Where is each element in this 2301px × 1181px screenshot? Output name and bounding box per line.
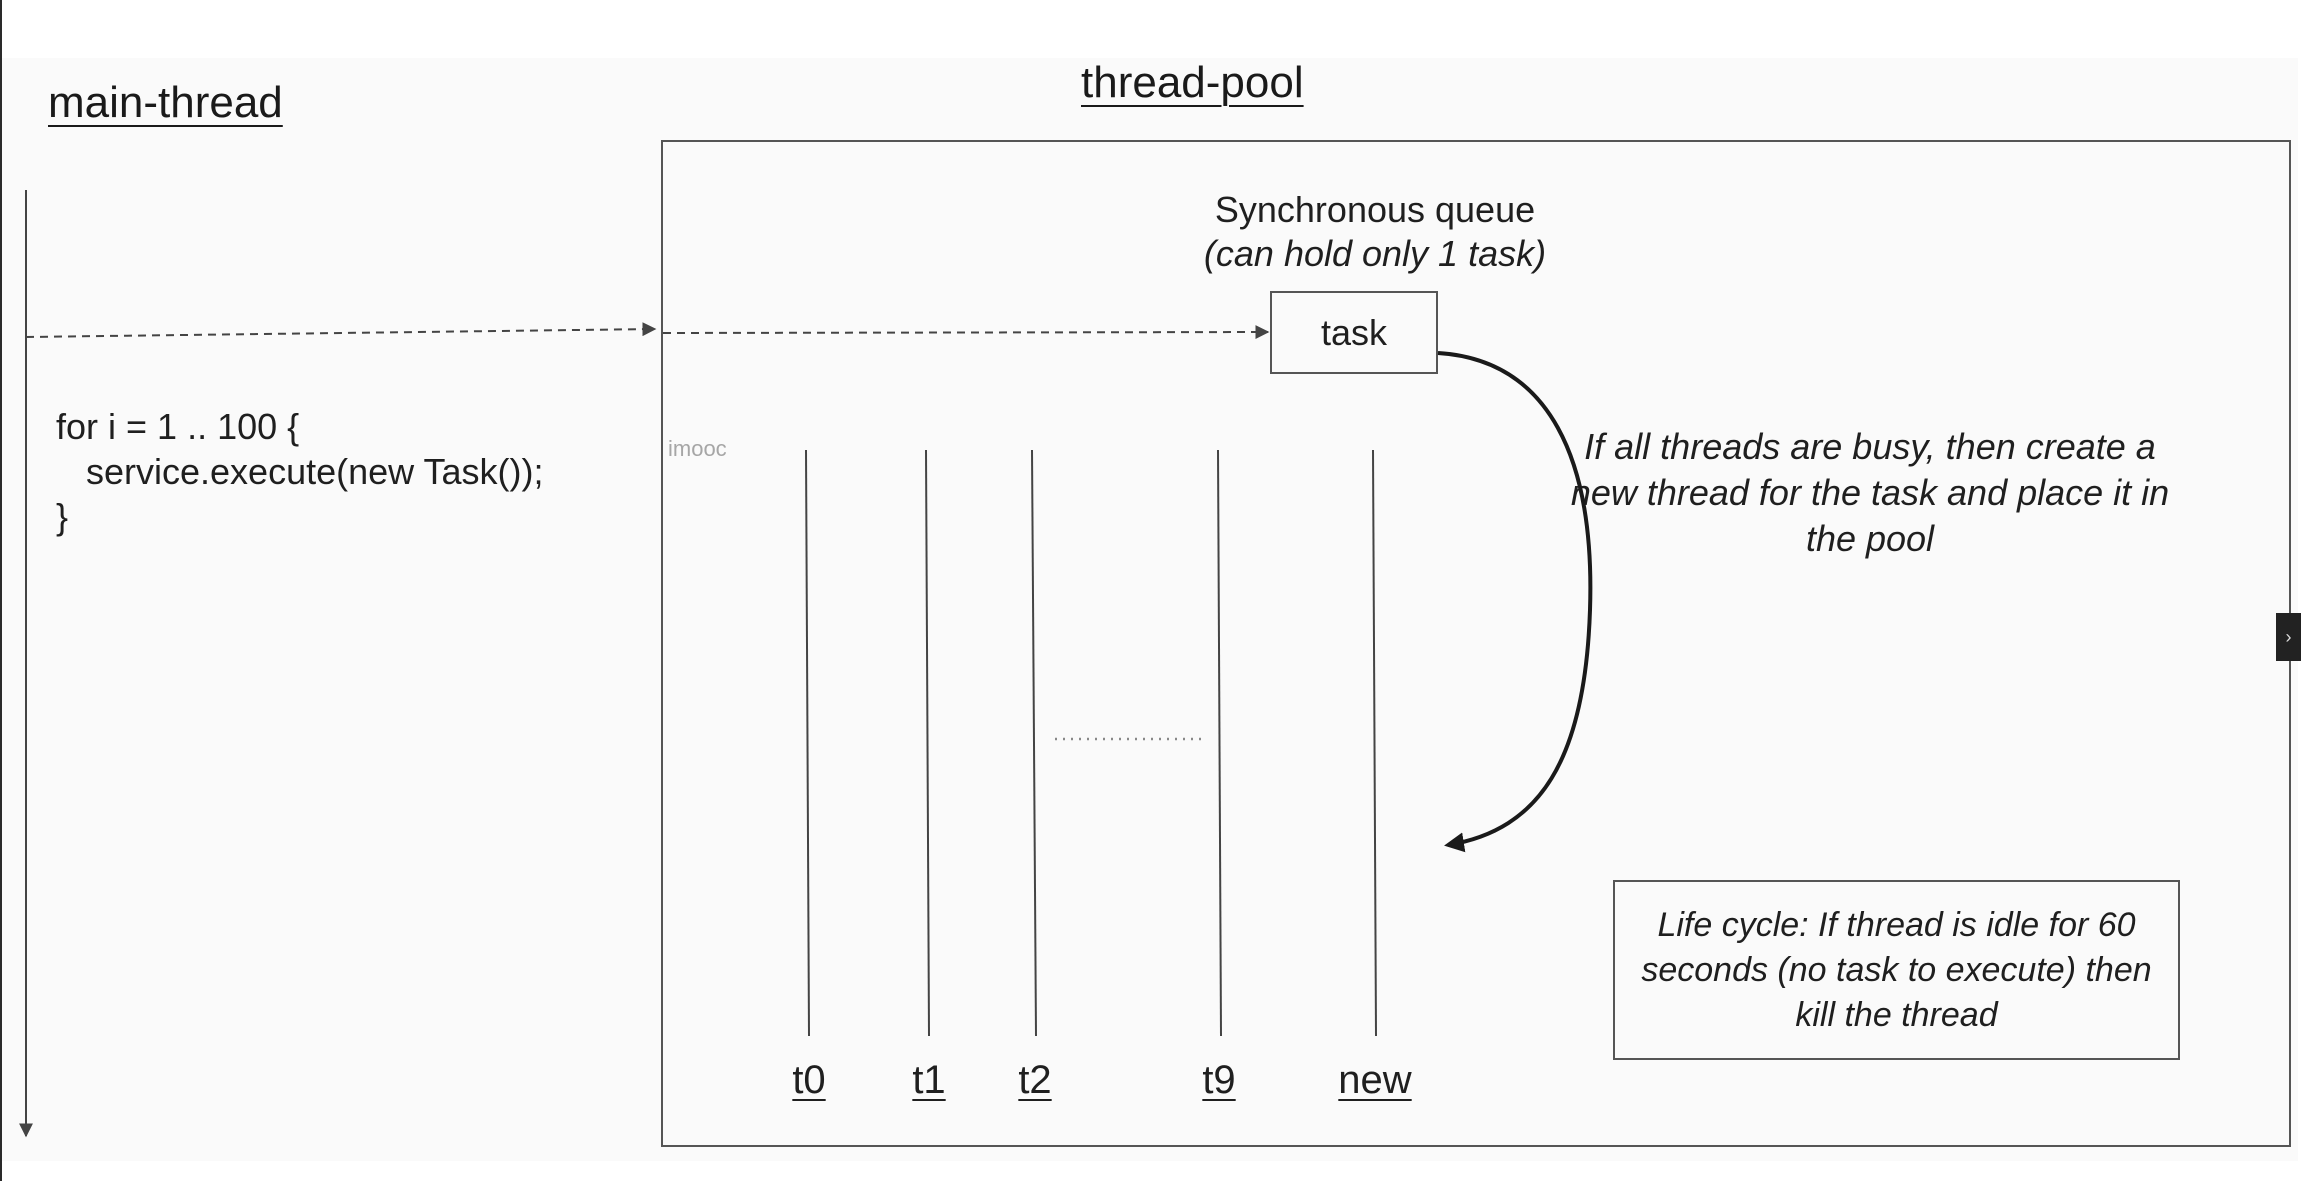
watermark: imooc [668,436,727,461]
side-panel-toggle[interactable]: › [2276,613,2301,661]
thread-label-t1: t1 [912,1058,946,1102]
thread-label-t0: t0 [792,1058,826,1102]
chevron-right-icon: › [2285,626,2292,647]
thread-pool-title: thread-pool [1081,58,1304,107]
lifecycle-note-box: Life cycle: If thread is idle for 60 sec… [1613,880,2180,1060]
submit-arrow-to-queue [662,325,1270,340]
new-thread-callout: If all threads are busy, then create a n… [1570,426,2170,559]
main-thread-code: for i = 1 .. 100 { service.execute(new T… [56,406,544,537]
queue-note: (can hold only 1 task) [1203,233,1547,274]
main-thread-title: main-thread [48,78,283,127]
thread-label-t9: t9 [1202,1058,1236,1102]
thread-line-t9 [1217,449,1222,1037]
lifecycle-note: Life cycle: If thread is idle for 60 sec… [1641,905,2152,1034]
thread-label-t2: t2 [1018,1058,1052,1102]
thread-line-new [1372,449,1377,1037]
task-box: task [1270,291,1438,374]
slide-background [0,58,2298,1161]
queue-label: Synchronous queue (can hold only 1 task) [1160,188,1590,276]
thread-line-t1 [925,449,930,1037]
thread-line-t2 [1031,449,1037,1037]
submit-arrow-to-pool [25,322,657,338]
thread-label-new: new [1338,1058,1412,1102]
create-thread-arrow [1437,351,1593,853]
queue-title: Synchronous queue [1214,189,1536,230]
thread-line-t0 [805,449,810,1037]
window-edge [0,0,2,1181]
